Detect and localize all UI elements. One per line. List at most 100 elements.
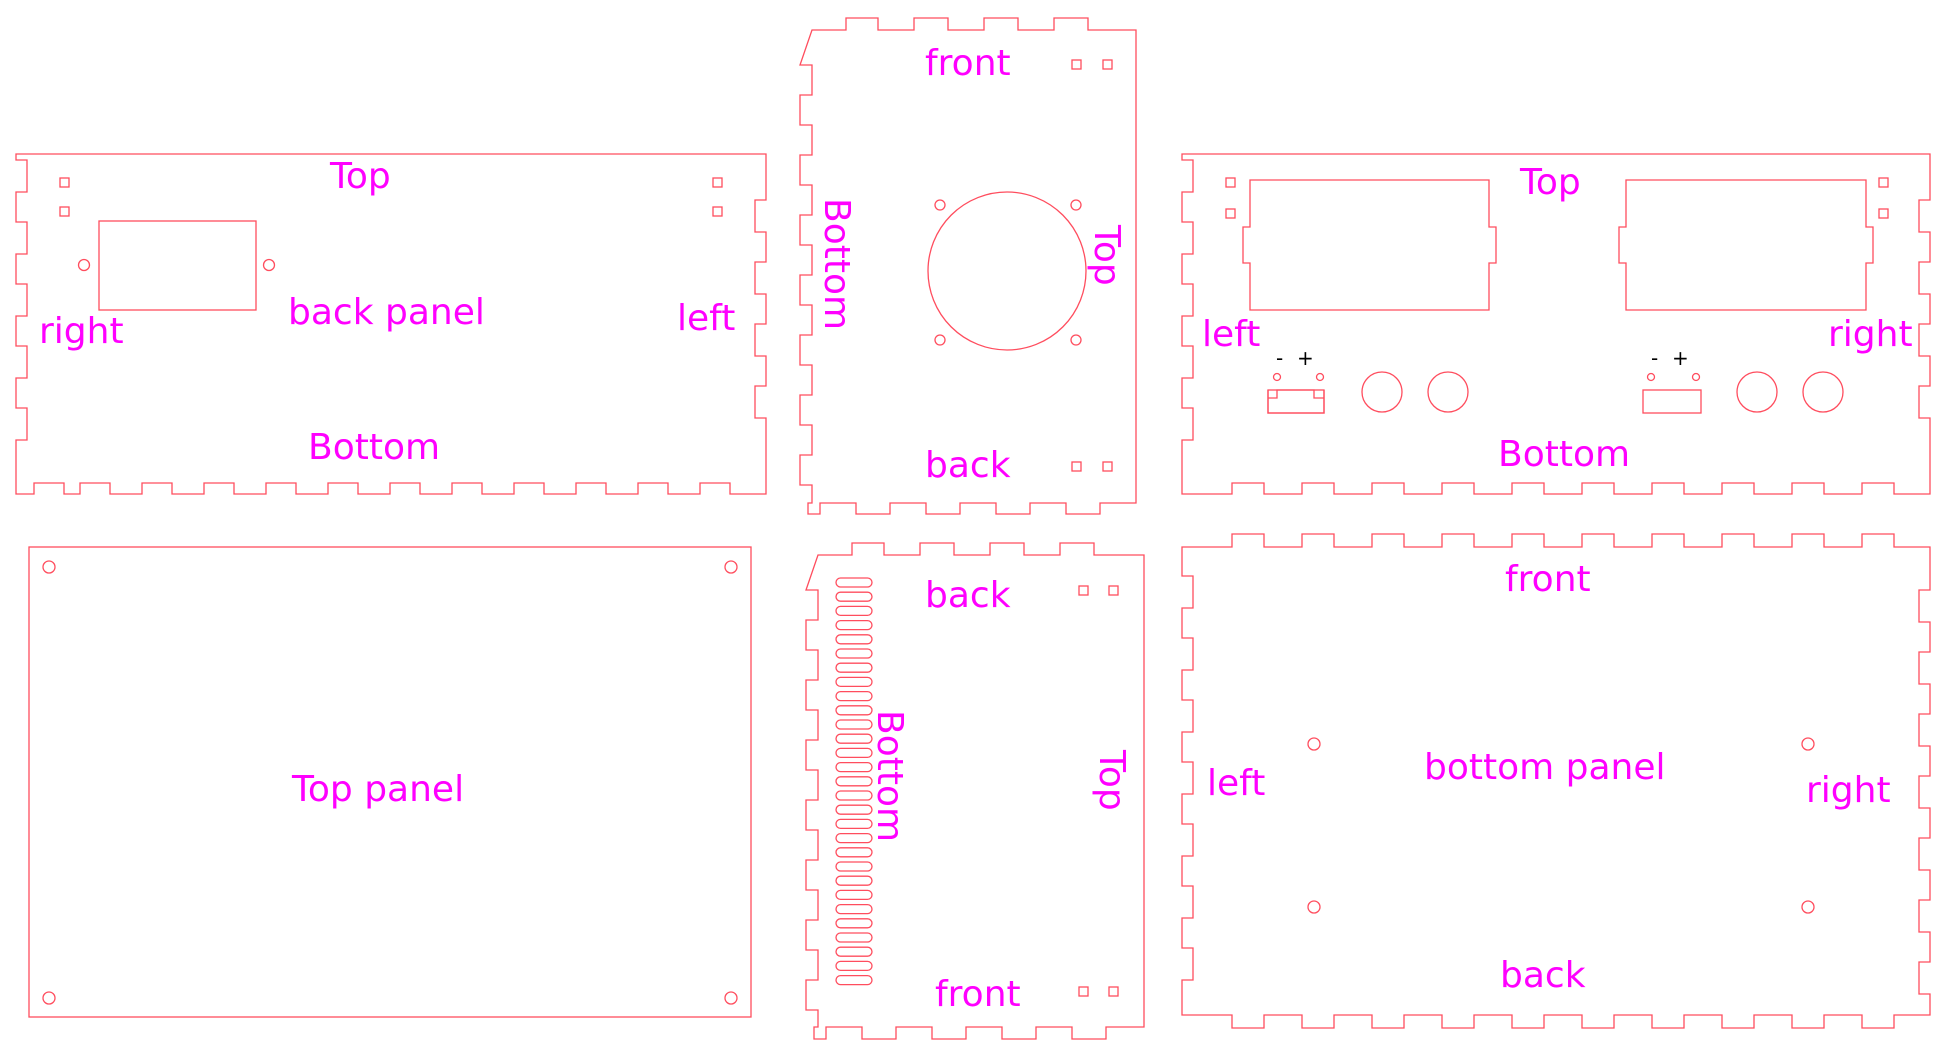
polarity-plus: + — [1297, 346, 1314, 370]
vent-slot — [835, 719, 873, 730]
vent-slot — [835, 662, 873, 673]
screw-hole — [262, 258, 276, 272]
terminal-slot — [1642, 389, 1702, 414]
label-front: front — [925, 43, 1011, 84]
vent-slot — [835, 605, 873, 617]
vent-slot — [835, 946, 873, 957]
knob-hole — [1361, 371, 1403, 413]
vent-slot — [835, 932, 873, 943]
terminal-cutout — [1267, 389, 1325, 414]
panel-title: back panel — [288, 292, 485, 333]
mount-hole — [1108, 585, 1119, 596]
screw-hole — [724, 560, 738, 574]
mount-hole — [712, 206, 723, 217]
screw-hole — [1801, 737, 1815, 751]
terminal-hole — [1646, 372, 1656, 382]
label-back: back — [925, 445, 1011, 486]
label-bottom: Bottom — [869, 710, 910, 842]
fan-screw-hole — [934, 334, 946, 346]
front-panel-outline — [1181, 153, 1931, 495]
label-left: left — [1202, 314, 1260, 355]
mount-hole — [1108, 986, 1119, 997]
mount-hole — [1225, 208, 1236, 219]
vent-side-panel: back front Bottom Top — [805, 542, 1145, 1040]
label-left: left — [1207, 763, 1265, 804]
panel-title: bottom panel — [1424, 747, 1666, 788]
screw-hole — [1307, 737, 1321, 751]
label-right: right — [1828, 314, 1913, 355]
vent-side-panel-outline — [805, 542, 1145, 1040]
label-back: back — [1500, 955, 1586, 996]
screw-hole — [42, 991, 56, 1005]
mount-hole — [1878, 177, 1889, 188]
bottom-panel: front bottom panel left right back — [1181, 533, 1931, 1029]
polarity-minus: - — [1651, 346, 1658, 370]
screw-hole — [1801, 900, 1815, 914]
fan-screw-hole — [1070, 199, 1082, 211]
mount-hole — [1102, 59, 1113, 70]
back-panel: Top back panel right left Bottom — [15, 153, 767, 495]
label-bottom: Bottom — [816, 198, 857, 330]
top-panel-outline — [28, 546, 752, 1018]
top-panel: Top panel — [28, 546, 752, 1018]
terminal-hole — [1691, 372, 1701, 382]
vent-slot — [835, 861, 873, 872]
label-front: front — [1505, 559, 1591, 600]
label-top: Top — [329, 156, 391, 197]
vent-slot — [835, 875, 873, 886]
mount-hole — [712, 177, 723, 188]
vent-slot — [835, 619, 873, 631]
back-panel-outline — [15, 153, 767, 495]
panel-title: Top panel — [291, 769, 464, 810]
label-top: Top — [1091, 749, 1132, 811]
mount-hole — [1078, 986, 1089, 997]
label-right: right — [1806, 770, 1891, 811]
terminal-hole — [1315, 372, 1325, 382]
vent-slot — [835, 918, 873, 929]
screw-hole — [77, 258, 91, 272]
label-top: Top — [1519, 162, 1581, 203]
fan-side-panel-outline — [799, 17, 1137, 515]
vent-slot — [835, 690, 873, 702]
screw-hole — [1307, 900, 1321, 914]
terminal-hole — [1272, 372, 1282, 382]
fan-side-panel: front back Bottom Top — [799, 17, 1137, 515]
mount-hole — [1225, 177, 1236, 188]
vent-slot — [835, 676, 873, 688]
label-bottom: Bottom — [1498, 434, 1630, 475]
mount-hole — [1071, 461, 1082, 472]
display-cutout-left — [1242, 179, 1497, 311]
bottom-panel-outline — [1181, 533, 1931, 1029]
vent-slot — [835, 889, 873, 901]
label-front: front — [935, 974, 1021, 1015]
connector-cutout — [98, 220, 257, 311]
screw-hole — [724, 991, 738, 1005]
knob-hole — [1802, 371, 1844, 413]
terminal-slot — [1267, 389, 1325, 414]
vent-slot — [835, 776, 873, 787]
vent-slot — [835, 790, 873, 801]
label-back: back — [925, 575, 1011, 616]
label-bottom: Bottom — [308, 427, 440, 468]
vent-slot — [835, 903, 873, 915]
mount-hole — [1878, 208, 1889, 219]
knob-hole — [1427, 371, 1469, 413]
mount-hole — [1102, 461, 1113, 472]
mount-hole — [1078, 585, 1089, 596]
vent-slot — [835, 974, 873, 986]
fan-screw-hole — [934, 199, 946, 211]
mount-hole — [59, 206, 70, 217]
vent-slot — [835, 847, 873, 858]
front-panel: - + - + Top left right Bottom — [1181, 153, 1931, 495]
vent-slot — [835, 960, 873, 972]
vent-slot — [835, 733, 873, 744]
polarity-plus: + — [1672, 346, 1689, 370]
fan-opening — [927, 191, 1087, 351]
mount-hole — [1071, 59, 1082, 70]
vent-slot — [835, 591, 873, 602]
label-right: right — [39, 311, 124, 352]
vent-slot — [835, 705, 873, 716]
vent-slot — [835, 648, 873, 659]
label-top: Top — [1086, 224, 1127, 286]
vent-slot — [835, 634, 873, 645]
